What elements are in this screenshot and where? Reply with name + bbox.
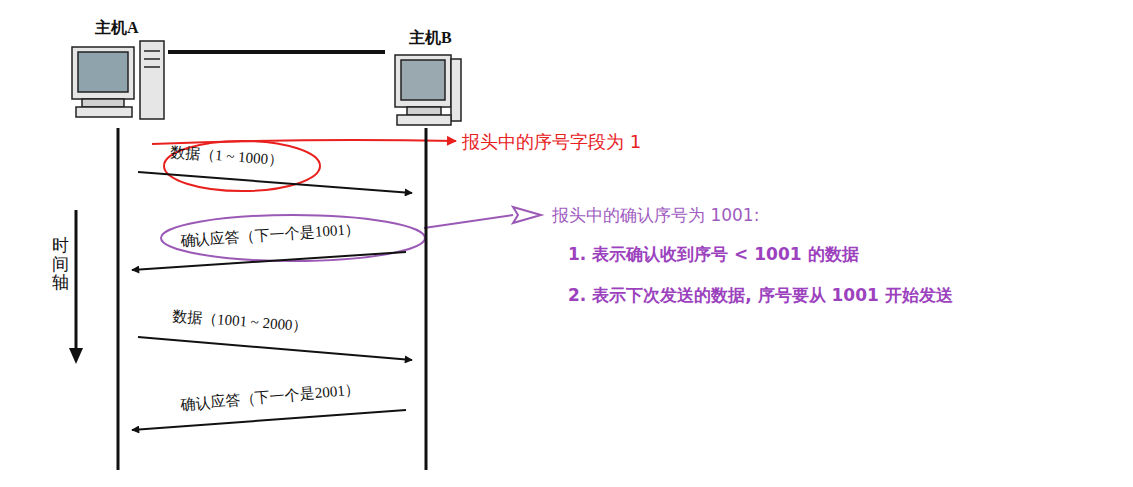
drive-slot [144, 58, 160, 60]
pc-tower [140, 41, 164, 119]
message-label: 数据（1001 ~ 2000） [171, 307, 308, 337]
keyboard [397, 115, 451, 125]
message-arrow [138, 172, 412, 193]
computer-illustration [385, 49, 485, 131]
computer-illustration [68, 39, 168, 121]
message-label: 确认应答（下一个是1001） [180, 220, 361, 252]
callout-note: 报头中的确认序号为 1001: [552, 204, 759, 227]
monitor-frame [72, 47, 134, 99]
keyboard [76, 107, 132, 117]
network-cable [168, 50, 385, 54]
monitor-screen [78, 52, 128, 92]
host-label: 主机A [95, 18, 168, 39]
callout-leader [152, 140, 456, 144]
time-axis-label: 时间轴 [52, 236, 69, 292]
host-computer: 主机A [68, 18, 168, 121]
host-label: 主机B [409, 28, 467, 49]
host-computer: 主机B [385, 28, 467, 131]
message-arrow [132, 410, 406, 430]
lifeline [117, 128, 120, 470]
callout-note: 2. 表示下次发送的数据, 序号要从 1001 开始发送 [568, 284, 953, 307]
message-arrow [138, 337, 412, 360]
callout-note: 报头中的序号字段为 1 [462, 130, 641, 154]
time-axis-head [69, 348, 83, 364]
drive-slot [144, 50, 160, 52]
monitor-base [82, 99, 124, 107]
time-axis [75, 210, 78, 350]
message-arrow [132, 252, 406, 270]
monitor-base [407, 107, 441, 115]
drive-slot [144, 66, 160, 68]
message-label: 确认应答（下一个是2001） [180, 380, 361, 415]
lifeline [425, 128, 428, 470]
monitor-frame [395, 55, 451, 107]
callout-arrowhead [513, 207, 541, 223]
callout-note: 1. 表示确认收到序号 < 1001 的数据 [568, 243, 859, 266]
callout-leader [424, 215, 513, 228]
message-label: 数据（1 ~ 1000） [169, 143, 283, 170]
pc-tower [451, 59, 461, 121]
monitor-screen [401, 60, 445, 100]
